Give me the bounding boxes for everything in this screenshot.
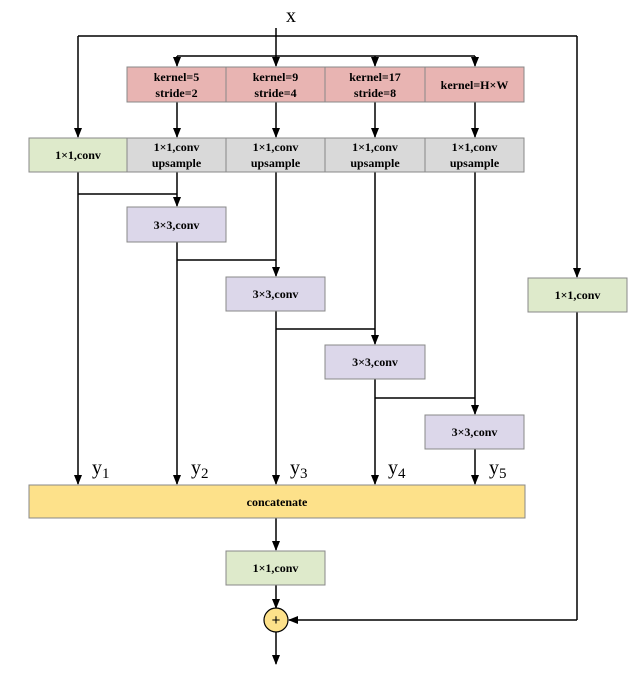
pool-box-2-line2: stride=4 <box>254 86 296 100</box>
final-conv-box: 1×1,conv <box>225 550 326 586</box>
shortcut-conv-box: 1×1,conv <box>527 277 628 313</box>
concat-label: concatenate <box>247 495 308 509</box>
y4-sub: 4 <box>398 466 406 482</box>
upsample-box-4-line2: upsample <box>450 156 500 170</box>
pool-box-4: kernel=H×W <box>424 66 525 103</box>
output-label-y1: y1 <box>92 457 110 482</box>
upsample-box-3-line1: 1×1,conv <box>352 140 398 154</box>
pool-box-1-line2: stride=2 <box>155 86 197 100</box>
upsample-box-2-line2: upsample <box>251 156 301 170</box>
conv3-box-2-label: 3×3,conv <box>253 287 299 301</box>
final-conv-label: 1×1,conv <box>253 561 299 575</box>
output-label-y5: y5 <box>489 457 507 482</box>
conv3-box-4: 3×3,conv <box>424 414 525 450</box>
upsample-box-2-line1: 1×1,conv <box>253 140 299 154</box>
pool-box-4-rect <box>424 66 525 103</box>
pool-box-1: kernel=5 stride=2 <box>126 66 227 103</box>
pooling-row: kernel=5 stride=2 kernel=9 stride=4 kern… <box>126 66 525 103</box>
upsample-box-3-line2: upsample <box>350 156 400 170</box>
pool-box-1-line1: kernel=5 <box>154 70 200 84</box>
y3-sub: 3 <box>300 466 308 482</box>
conv3-box-2-rect <box>225 276 326 312</box>
conv3-box-1-label: 3×3,conv <box>154 218 200 232</box>
shortcut-conv-rect <box>527 277 628 313</box>
output-labels: y1 y2 y3 y4 y5 <box>92 457 507 482</box>
output-label-y2: y2 <box>191 457 209 482</box>
input-label: x <box>286 5 296 27</box>
upsample-box-4-line1: 1×1,conv <box>452 140 498 154</box>
final-conv-rect <box>225 550 326 586</box>
branch-conv-rect <box>28 137 128 173</box>
conv3-box-3: 3×3,conv <box>324 344 426 380</box>
concat-rect <box>28 484 526 519</box>
concat-box: concatenate <box>28 484 526 519</box>
upsample-row: 1×1,conv upsample 1×1,conv upsample 1×1,… <box>126 137 525 173</box>
pool-box-3-line1: kernel=17 <box>349 70 401 84</box>
y4-base: y <box>388 457 398 479</box>
conv3-box-1-rect <box>126 206 227 243</box>
add-symbol: + <box>272 612 281 629</box>
conv3-box-1: 3×3,conv <box>126 206 227 243</box>
conv3-box-2: 3×3,conv <box>225 276 326 312</box>
y3-base: y <box>290 457 300 479</box>
y5-sub: 5 <box>499 466 507 482</box>
y2-sub: 2 <box>201 466 209 482</box>
upsample-box-2: 1×1,conv upsample <box>225 137 326 173</box>
pool-box-2: kernel=9 stride=4 <box>225 66 326 103</box>
add-circle <box>263 607 289 633</box>
pool-box-1-rect <box>126 66 227 103</box>
y1-base: y <box>92 457 102 479</box>
upsample-box-1: 1×1,conv upsample <box>126 137 227 173</box>
upsample-box-1-line1: 1×1,conv <box>154 140 200 154</box>
add-node: + <box>263 607 289 633</box>
y5-base: y <box>489 457 499 479</box>
pool-box-4-line1: kernel=H×W <box>441 78 509 92</box>
upsample-box-2-rect <box>225 137 326 173</box>
shortcut-conv-label: 1×1,conv <box>555 288 601 302</box>
pool-box-2-line1: kernel=9 <box>253 70 299 84</box>
y2-base: y <box>191 457 201 479</box>
output-label-y3: y3 <box>290 457 308 482</box>
pool-box-3-rect <box>324 66 426 103</box>
upsample-box-3: 1×1,conv upsample <box>324 137 426 173</box>
conv3-box-3-rect <box>324 344 426 380</box>
output-label-y4: y4 <box>388 457 406 482</box>
y1-sub: 1 <box>102 466 110 482</box>
branch-conv-label: 1×1,conv <box>55 148 101 162</box>
connectors <box>74 28 581 665</box>
upsample-box-4-rect <box>424 137 525 173</box>
conv3-box-4-label: 3×3,conv <box>452 425 498 439</box>
conv3-box-3-label: 3×3,conv <box>352 355 398 369</box>
branch-conv-box: 1×1,conv <box>28 137 128 173</box>
pool-box-3-line2: stride=8 <box>354 86 396 100</box>
pool-box-3: kernel=17 stride=8 <box>324 66 426 103</box>
conv3-box-4-rect <box>424 414 525 450</box>
upsample-box-4: 1×1,conv upsample <box>424 137 525 173</box>
upsample-box-1-line2: upsample <box>152 156 202 170</box>
